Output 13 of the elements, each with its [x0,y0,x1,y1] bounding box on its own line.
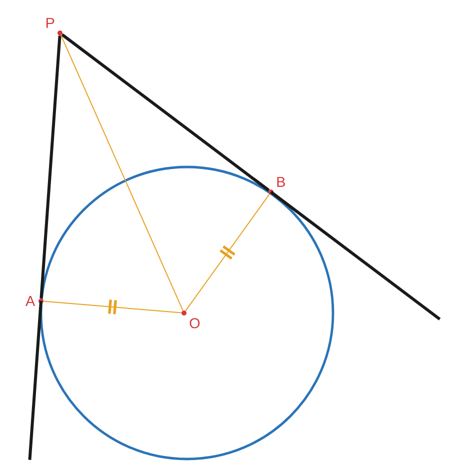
node-label: A [26,296,36,306]
segment [60,34,184,312]
point: P [46,18,62,36]
point: B [268,176,285,194]
point: A [26,296,44,306]
point: O [182,310,200,328]
tangent-line [61,33,270,192]
node-label: O [190,318,200,328]
tangent-line [40,36,62,298]
segment [185,194,270,312]
node-label: P [46,18,54,28]
segment [43,300,182,314]
node-label: B [277,176,285,187]
